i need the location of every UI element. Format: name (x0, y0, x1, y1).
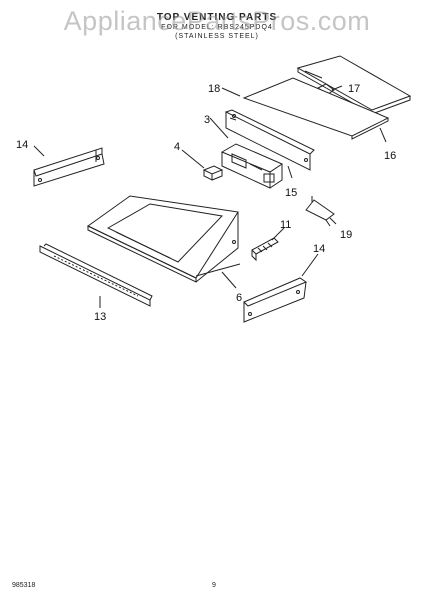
callout-15: 15 (285, 187, 297, 199)
part-14-bracket-right[interactable] (243, 277, 308, 323)
part-11-terminal-block[interactable] (251, 237, 279, 262)
callout-16: 16 (384, 150, 396, 162)
footer-page-number: 9 (212, 582, 216, 589)
callout-4: 4 (174, 141, 180, 153)
callout-6: 6 (236, 292, 242, 304)
callout-17: 17 (348, 83, 360, 95)
part-3-blower[interactable] (220, 143, 284, 189)
part-18-panel[interactable] (242, 77, 390, 140)
callout-leaders (33, 85, 387, 308)
footer-doc-number: 985318 (12, 582, 36, 589)
callout-labels: 14 18 17 3 4 16 15 19 11 14 6 13 (16, 83, 396, 323)
part-15-rail[interactable] (224, 109, 315, 171)
finish-line: (STAINLESS STEEL) (175, 33, 259, 40)
callout-18: 18 (208, 83, 220, 95)
part-14-bracket-left[interactable] (33, 147, 105, 187)
part-16-top-panel[interactable] (296, 55, 412, 115)
callout-14-left: 14 (16, 139, 28, 151)
model-number-line: FOR MODEL: RBS245PDQ4 (161, 24, 273, 31)
part-6-duct[interactable] (87, 195, 241, 283)
callout-19: 19 (340, 229, 352, 241)
callout-13: 13 (94, 311, 106, 323)
callout-14-right: 14 (313, 243, 325, 255)
callout-11: 11 (280, 219, 291, 231)
part-13-front-rail[interactable] (39, 243, 153, 307)
part-4-connector[interactable] (202, 165, 224, 181)
part-19-clip[interactable] (305, 196, 335, 227)
diagram-header: TOP VENTING PARTS FOR MODEL: RBS245PDQ4 … (0, 12, 434, 41)
diagram-title: TOP VENTING PARTS (156, 12, 278, 23)
callout-3: 3 (204, 114, 210, 126)
watermark-text: AppliancePartsPros.com (63, 6, 371, 36)
